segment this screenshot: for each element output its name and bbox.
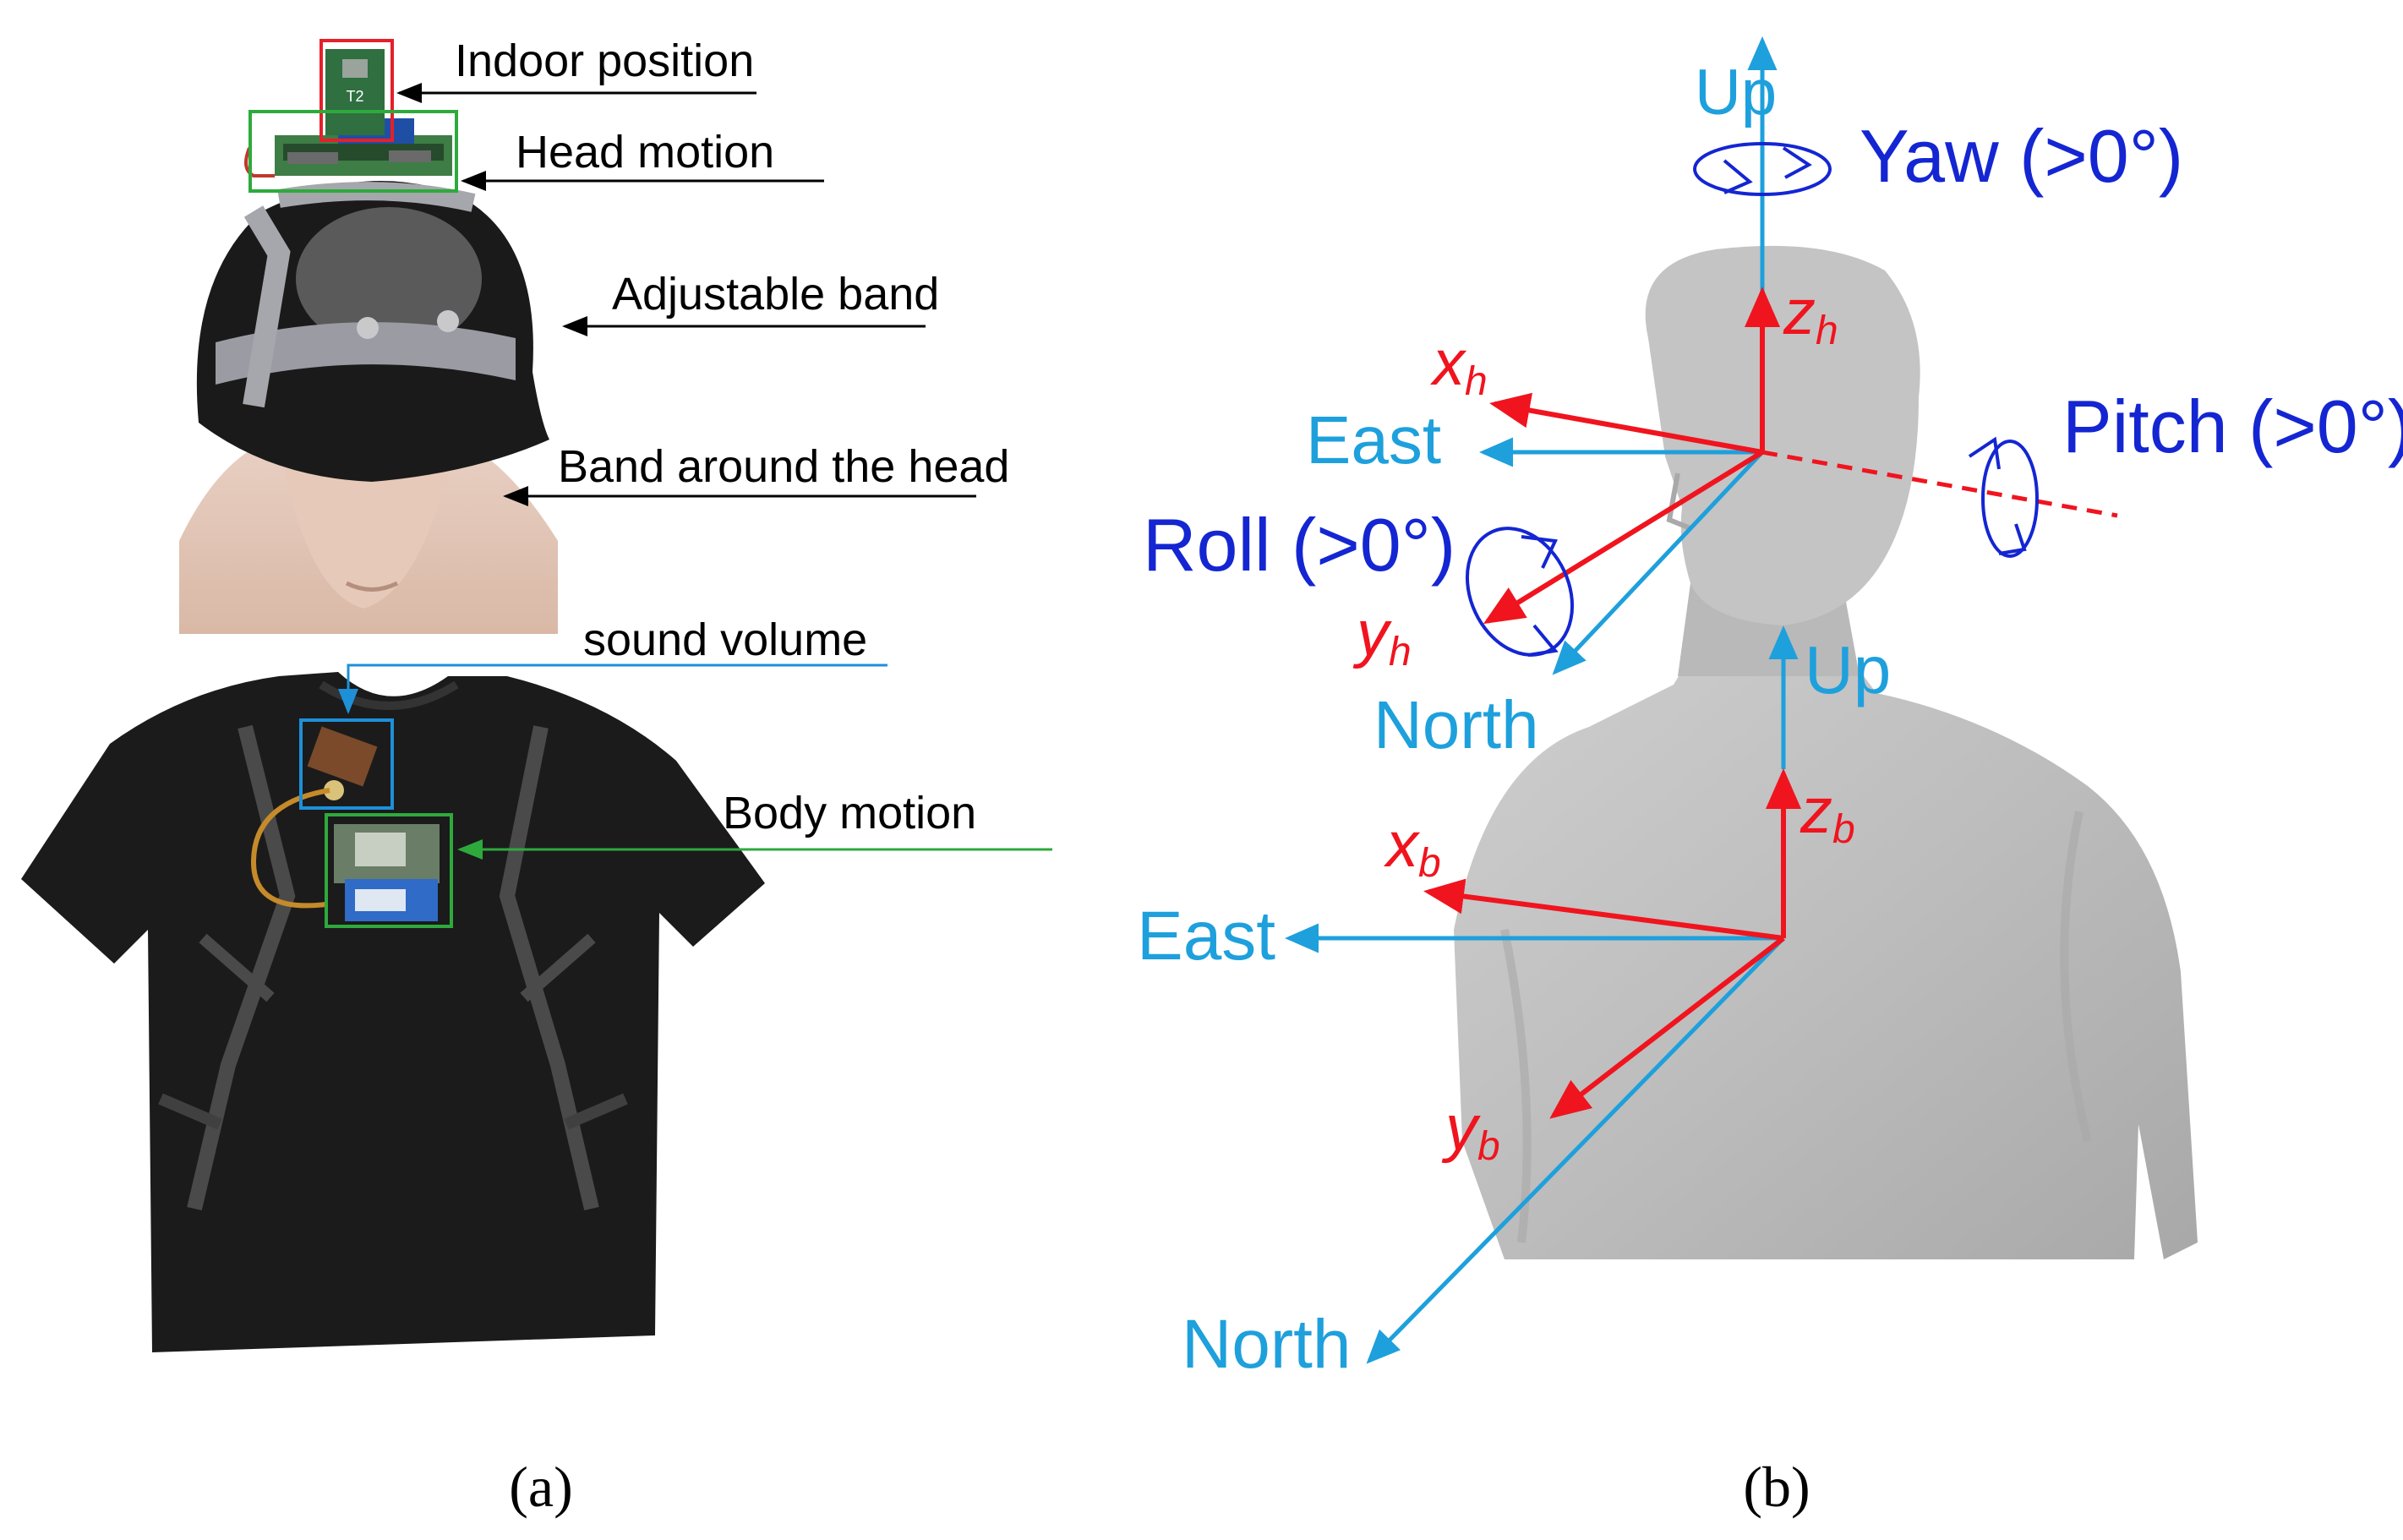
roll-label: Roll (>0°) (1143, 503, 1455, 587)
device-marking: T2 (346, 88, 363, 105)
body-up-label: Up (1805, 632, 1891, 707)
panel-a: T2 Indoor position Head motion Adjustabl… (21, 35, 1052, 1519)
sound-volume-box (299, 718, 394, 810)
head-z-label: zh (1783, 276, 1838, 353)
body-motion-box (325, 813, 453, 928)
panel-b: Up East North zh xh yh Yaw (>0°) Pitch (… (1137, 36, 2403, 1519)
yaw-label: Yaw (>0°) (1860, 114, 2183, 198)
pitch-rotation-icon (1968, 436, 2039, 558)
yaw-rotation-icon (1693, 142, 1832, 196)
body-east-label: East (1137, 898, 1275, 975)
head-north-axis (1552, 451, 1764, 675)
label-band-around-head: Band around the head (558, 441, 1009, 492)
sound-volume-pointer (338, 664, 887, 714)
body-north-label: North (1182, 1306, 1352, 1383)
tshirt-photo (21, 672, 765, 1352)
label-body-motion: Body motion (723, 788, 976, 838)
head-up-label: Up (1695, 57, 1777, 128)
head-photo: T2 (179, 49, 558, 634)
body-north-axis (1366, 937, 1785, 1364)
head-motion-box (248, 110, 458, 193)
indoor-position-box (319, 39, 394, 142)
roll-rotation-icon (1465, 527, 1575, 657)
body-x-label: xb (1383, 809, 1441, 886)
body-y-label: yb (1441, 1092, 1500, 1169)
head-y-label: yh (1352, 598, 1412, 674)
caption-a: (a) (509, 1455, 572, 1519)
head-x-label: xh (1429, 327, 1488, 404)
caption-b: (b) (1743, 1455, 1810, 1519)
label-indoor-position: Indoor position (455, 35, 754, 86)
label-adjustable-band: Adjustable band (612, 269, 939, 319)
label-head-motion: Head motion (516, 127, 774, 177)
body-z-label: zb (1800, 775, 1855, 852)
head-y-axis (1483, 450, 1764, 625)
head-north-label: North (1374, 687, 1539, 762)
pitch-axis-dashed (1761, 450, 2118, 518)
label-sound-volume: sound volume (583, 614, 867, 665)
pitch-label: Pitch (>0°) (2062, 385, 2403, 468)
body-y-axis (1549, 936, 1785, 1119)
head-east-label: East (1306, 402, 1441, 478)
body-x-axis (1423, 878, 1784, 941)
head-x-axis (1489, 392, 1763, 455)
